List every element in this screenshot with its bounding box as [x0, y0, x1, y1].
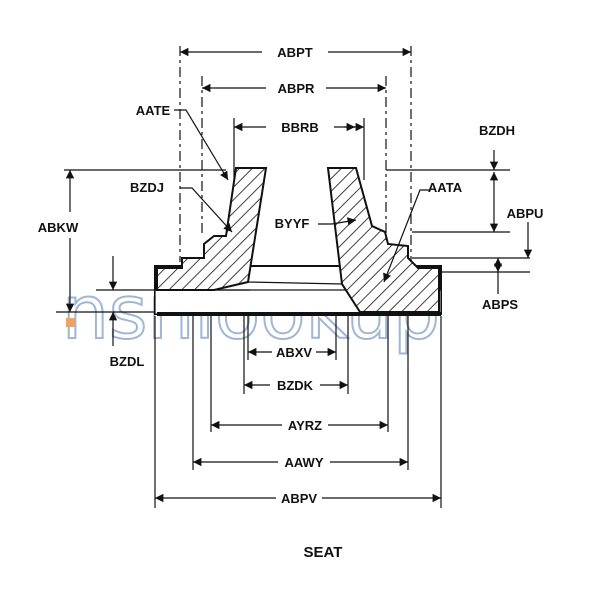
labels: ABPT ABPR AATE BBRB BZDH BZDJ AATA BYYF …	[38, 45, 544, 561]
label-bzdh: BZDH	[479, 123, 515, 138]
leader-aate	[174, 109, 229, 181]
seat-body	[154, 167, 442, 316]
label-abps: ABPS	[482, 297, 518, 312]
leader-lines	[174, 109, 430, 283]
watermark-dot	[66, 318, 75, 327]
leader-aata	[383, 189, 430, 283]
label-byyf: BYYF	[275, 216, 310, 231]
leader-bzdj	[180, 187, 233, 233]
caption: SEAT	[304, 544, 343, 561]
label-bzdl: BZDL	[110, 354, 145, 369]
label-aawy: AAWY	[285, 455, 324, 470]
label-aate: AATE	[136, 103, 171, 118]
bore-outline	[247, 167, 343, 285]
label-abpt: ABPT	[277, 45, 312, 60]
label-abpv: ABPV	[281, 491, 317, 506]
label-bbrb: BBRB	[281, 120, 319, 135]
leader-byyf	[318, 217, 357, 226]
label-abxv: ABXV	[276, 345, 312, 360]
dimension-lines	[65, 47, 533, 503]
label-abpr: ABPR	[278, 81, 315, 96]
label-aata: AATA	[428, 180, 463, 195]
label-abpu: ABPU	[507, 206, 544, 221]
label-bzdj: BZDJ	[130, 180, 164, 195]
label-bzdk: BZDK	[277, 378, 314, 393]
label-abkw: ABKW	[38, 220, 79, 235]
label-ayrz: AYRZ	[288, 418, 322, 433]
